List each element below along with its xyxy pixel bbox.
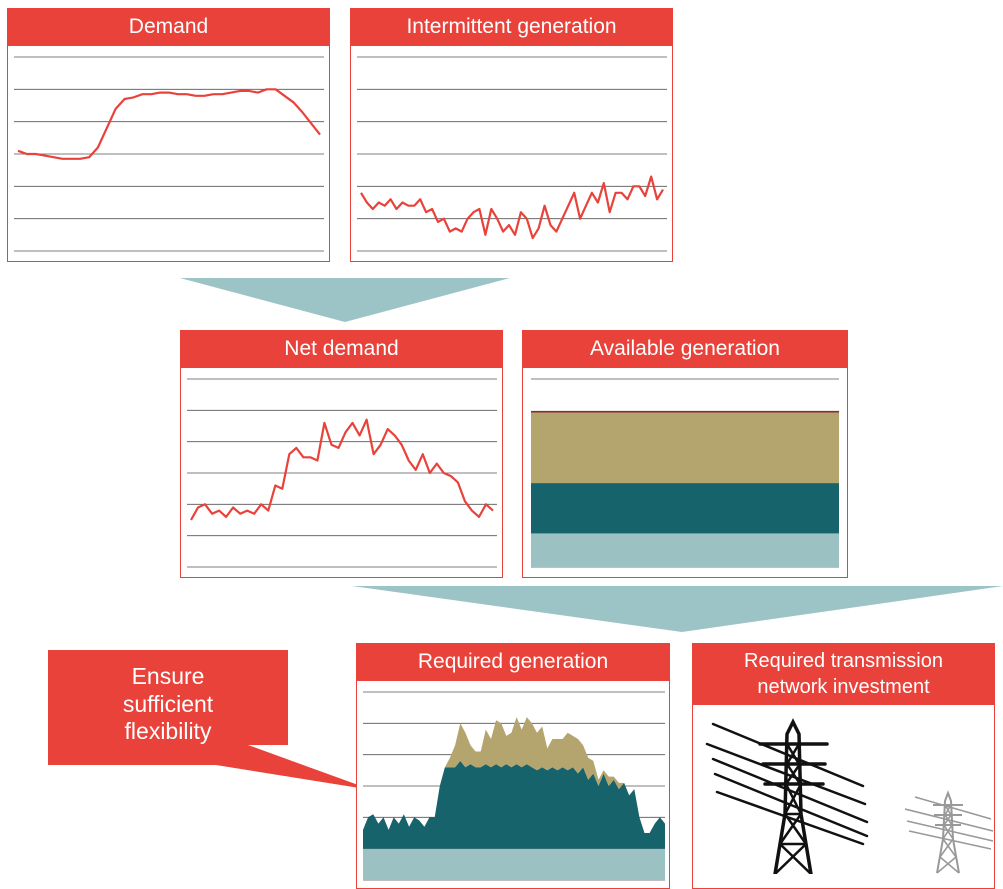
series-line <box>17 88 321 160</box>
transmission-title-line-1: Required transmission <box>744 650 943 672</box>
callout-line-3: flexibility <box>124 718 212 745</box>
callout-line-1: Ensure <box>131 663 205 689</box>
down-arrow-1 <box>180 278 510 322</box>
net-demand-panel: Net demand <box>180 330 503 578</box>
net-demand-line-chart <box>187 378 497 568</box>
demand-panel: Demand <box>7 8 330 262</box>
available-generation-stack <box>531 378 839 568</box>
net-demand-panel-title: Net demand <box>180 330 503 368</box>
required-generation-panel-title: Required generation <box>356 643 670 681</box>
small-transmission-tower-icon <box>905 790 994 874</box>
series-line <box>190 418 494 521</box>
series-line <box>360 175 664 240</box>
area-layer-1 <box>363 760 665 849</box>
transmission-tower-icon <box>705 718 869 874</box>
available-panel-title: Available generation <box>522 330 848 368</box>
intermittent-panel-title: Intermittent generation <box>350 8 673 46</box>
required-generation-panel: Required generation <box>356 643 670 889</box>
demand-line-chart <box>14 56 324 252</box>
area-layer-0 <box>363 848 665 880</box>
callout-bubble <box>48 650 372 790</box>
available-panel: Available generation <box>522 330 848 578</box>
transmission-panel: Required transmission network investment <box>692 643 995 889</box>
stack-band-0 <box>531 533 839 567</box>
stack-band-1 <box>531 483 839 534</box>
callout-line-2: sufficient <box>122 690 214 717</box>
intermittent-panel: Intermittent generation <box>350 8 673 262</box>
area-layer-2 <box>363 717 665 833</box>
transmission-title-line-2: network investment <box>757 676 930 698</box>
callout-text: Ensure sufficient flexibility <box>48 663 288 746</box>
demand-panel-title: Demand <box>7 8 330 46</box>
down-arrow-2 <box>352 586 1003 632</box>
stack-band-3 <box>531 410 839 413</box>
stack-band-2 <box>531 412 839 484</box>
required-generation-area-chart <box>363 691 665 881</box>
transmission-panel-title: Required transmission network investment <box>692 643 995 705</box>
intermittent-line-chart <box>357 56 667 252</box>
